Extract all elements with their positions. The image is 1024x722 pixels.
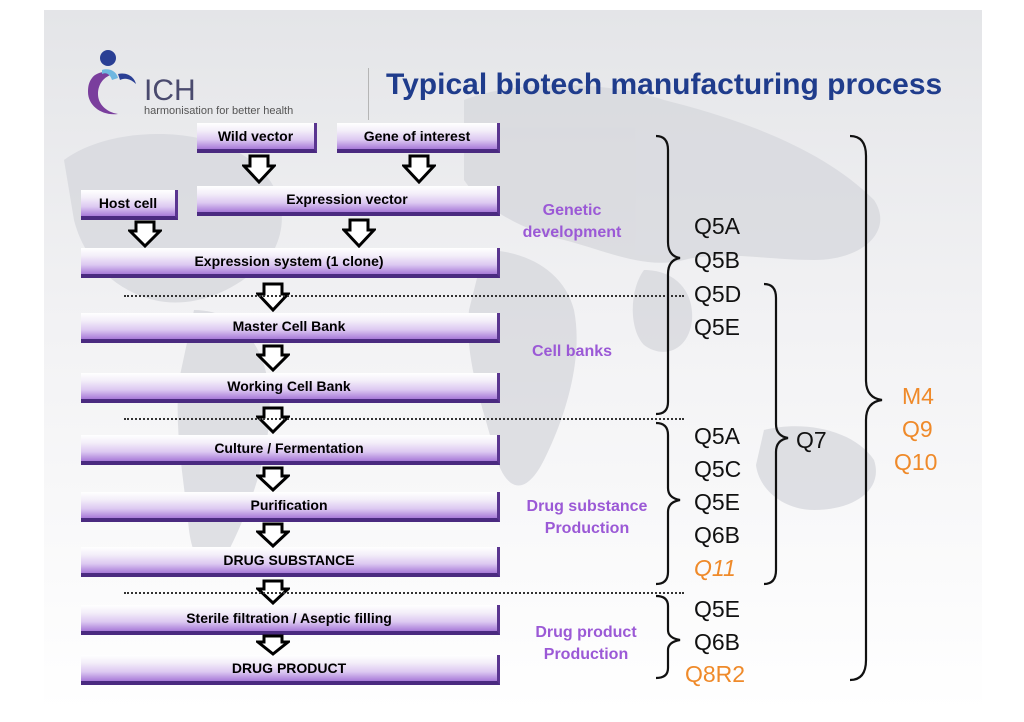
guideline-q10: Q10 bbox=[894, 449, 938, 475]
down-arrow-icon bbox=[256, 282, 290, 312]
box-master-cell-bank: Master Cell Bank bbox=[81, 313, 500, 343]
down-arrow-icon bbox=[256, 466, 290, 492]
box-sterile-filtration: Sterile filtration / Aseptic filling bbox=[81, 605, 500, 635]
phase-label-line: Drug product bbox=[535, 624, 637, 641]
phase-separator bbox=[124, 295, 684, 297]
guideline-q11: Q11 bbox=[694, 555, 736, 581]
guideline-q5c: Q5C bbox=[694, 456, 742, 482]
down-arrow-icon bbox=[256, 522, 290, 548]
box-working-cell-bank: Working Cell Bank bbox=[81, 373, 500, 403]
phase-label-line: development bbox=[522, 224, 622, 241]
page-title: Typical biotech manufacturing process bbox=[386, 68, 943, 101]
phase-label-line: Production bbox=[543, 646, 629, 663]
down-arrow-icon bbox=[342, 218, 376, 248]
phase-separator bbox=[124, 592, 684, 594]
phase-label-line: Drug substance bbox=[526, 498, 648, 515]
title-separator bbox=[368, 68, 369, 120]
phase-label-line: Genetic bbox=[542, 202, 602, 219]
guideline-q6b: Q6B bbox=[694, 629, 741, 655]
guideline-q5e: Q5E bbox=[694, 489, 741, 515]
guideline-q5e: Q5E bbox=[694, 596, 741, 622]
brace-group bbox=[655, 134, 883, 682]
box-drug-substance: DRUG SUBSTANCE bbox=[81, 547, 500, 577]
box-host-cell: Host cell bbox=[81, 190, 178, 220]
guideline-m4: M4 bbox=[902, 383, 934, 409]
guideline-q5d: Q5D bbox=[694, 281, 742, 307]
box-culture-fermentation: Culture / Fermentation bbox=[81, 435, 500, 465]
box-drug-product: DRUG PRODUCT bbox=[81, 655, 500, 685]
phase-separator bbox=[124, 418, 684, 420]
down-arrow-icon bbox=[256, 634, 290, 656]
down-arrow-icon bbox=[402, 154, 436, 184]
down-arrow-icon bbox=[256, 406, 290, 434]
ich-logo-icon bbox=[88, 50, 136, 115]
brace-overall bbox=[849, 134, 883, 682]
down-arrow-icon bbox=[242, 154, 276, 184]
box-gene-of-interest: Gene of interest bbox=[337, 123, 500, 153]
guideline-q5b: Q5B bbox=[694, 247, 741, 273]
phase-label-line: Production bbox=[544, 520, 630, 537]
guideline-q8r2: Q8R2 bbox=[685, 661, 746, 687]
logo-tagline: harmonisation for better health bbox=[144, 105, 294, 117]
brace-drug-substance bbox=[655, 421, 681, 586]
brace-genetic bbox=[655, 134, 681, 416]
guideline-q5a: Q5A bbox=[694, 213, 741, 239]
box-expression-system: Expression system (1 clone) bbox=[81, 248, 500, 278]
guideline-q7: Q7 bbox=[796, 427, 827, 453]
guideline-q5e: Q5E bbox=[694, 314, 741, 340]
guideline-q9: Q9 bbox=[902, 416, 933, 442]
phase-label-cell-banks: Cell banks bbox=[531, 343, 613, 360]
phase-label-genetic: Genetic development bbox=[510, 200, 634, 244]
guideline-q6b: Q6B bbox=[694, 522, 741, 548]
down-arrow-icon bbox=[256, 344, 290, 372]
slide: ICH harmonisation for better health Typi… bbox=[44, 10, 982, 712]
down-arrow-icon bbox=[128, 220, 162, 248]
phase-label-drug-substance: Drug substance Production bbox=[514, 496, 660, 540]
box-expression-vector: Expression vector bbox=[197, 186, 500, 216]
brace-drug-product bbox=[655, 594, 681, 680]
guideline-q5a: Q5A bbox=[694, 423, 741, 449]
phase-label-drug-product: Drug product Production bbox=[524, 622, 648, 666]
logo-text: ICH bbox=[144, 74, 196, 107]
box-wild-vector: Wild vector bbox=[197, 123, 317, 153]
brace-q7 bbox=[763, 282, 789, 586]
box-purification: Purification bbox=[81, 492, 500, 522]
